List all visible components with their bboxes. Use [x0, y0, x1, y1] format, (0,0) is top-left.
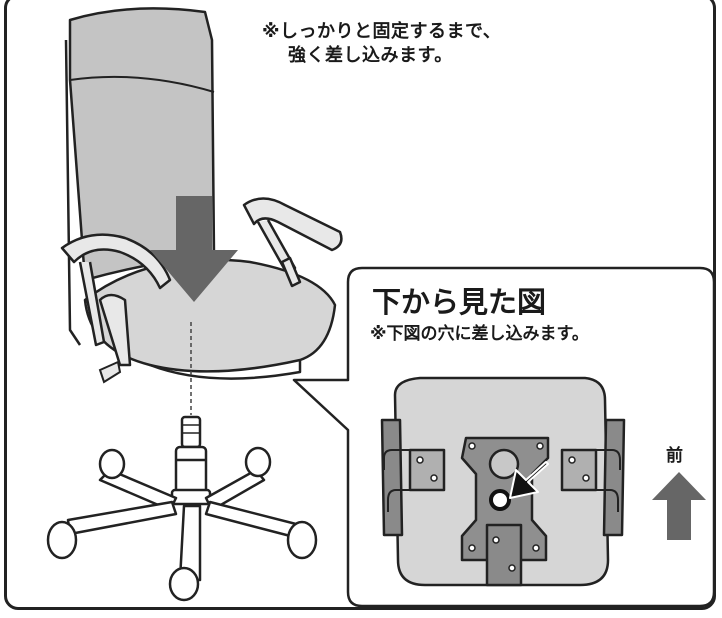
- right-armrest: [242, 197, 343, 288]
- up-arrow-icon: [652, 472, 706, 540]
- rivets: [416, 442, 590, 572]
- cylinder-hole: [489, 489, 511, 511]
- left-armrest: [60, 233, 172, 367]
- front-label: 前: [666, 446, 683, 466]
- chair-base: [46, 415, 318, 602]
- down-arrow-icon: [150, 196, 238, 302]
- diagonal-arrow-icon: [509, 461, 549, 499]
- callout-title: 下から見た図: [372, 285, 547, 319]
- chair-seat: [83, 258, 337, 380]
- insert-instruction-line1: ※しっかりと固定するまで、: [262, 21, 502, 42]
- insert-instruction-line2: 強く差し込みます。: [288, 45, 453, 66]
- insert-instruction: ※しっかりと固定するまで、 強く差し込みます。: [262, 20, 501, 68]
- height-lever: [98, 360, 122, 384]
- seat-underside: [380, 376, 626, 587]
- callout-note: ※下図の穴に差し込みます。: [370, 324, 589, 344]
